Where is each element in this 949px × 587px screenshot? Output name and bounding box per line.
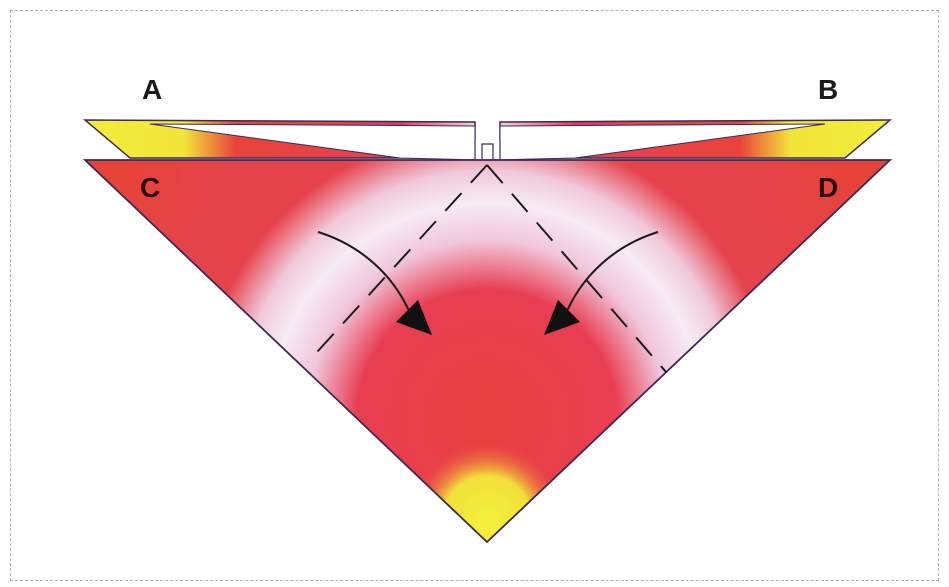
top-strip-left	[85, 120, 480, 160]
label-d: D	[818, 172, 838, 203]
label-c: C	[140, 172, 160, 203]
center-notch	[475, 140, 500, 160]
label-a: A	[142, 74, 162, 105]
top-strip-right	[495, 120, 890, 160]
label-b: B	[818, 74, 838, 105]
